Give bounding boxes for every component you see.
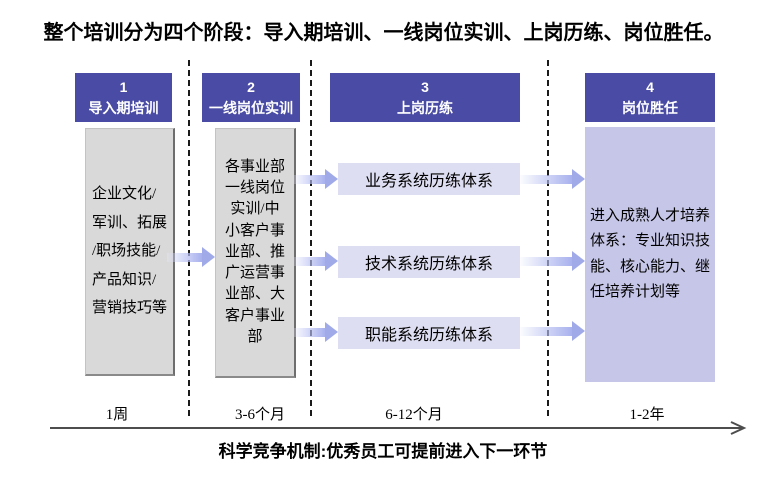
stage-3-item-box-functional: 职能系统历练体系 bbox=[338, 317, 520, 349]
stage-2-header: 2 一线岗位实训 bbox=[202, 73, 300, 122]
stage-4-number: 4 bbox=[646, 78, 654, 95]
stage-3-item-label: 技术系统历练体系 bbox=[364, 256, 493, 273]
right-arrow-icon-stage1-to-stage2 bbox=[167, 247, 215, 267]
stage-4-content-text: 进入成熟人才培养 体系：专业知识技 能、核心能力、继 任培养计划等 bbox=[589, 208, 710, 300]
duration-label-stage1: 1周 bbox=[105, 407, 129, 423]
divider-dashed-3 bbox=[547, 60, 549, 416]
right-arrow-icon-stage2-to-stage3-bottom bbox=[294, 322, 338, 342]
timeline-arrow-icon bbox=[50, 421, 747, 435]
right-arrow-icon-stage3-to-stage4-bottom bbox=[520, 321, 585, 341]
stage-1-number: 1 bbox=[119, 78, 128, 95]
stage-3-name: 上岗历练 bbox=[397, 99, 453, 116]
right-arrow-icon-stage3-to-stage4-top bbox=[520, 169, 585, 189]
stage-4-name: 岗位胜任 bbox=[622, 99, 678, 116]
stage-2-name: 一线岗位实训 bbox=[209, 99, 293, 116]
stage-3-item-label: 业务系统历练体系 bbox=[364, 173, 493, 190]
stage-1-name: 导入期培训 bbox=[88, 99, 159, 116]
stage-3-number: 3 bbox=[421, 78, 429, 95]
stage-2-content-text: 各事业部 一线岗位 实训/中 小客户事 业部、推 广运营事 业部、大 客户事业 … bbox=[224, 158, 285, 346]
page-title: 整个培训分为四个阶段：导入期培训、一线岗位实训、上岗历练、岗位胜任。 bbox=[43, 22, 724, 44]
stage-4-header: 4 岗位胜任 bbox=[585, 73, 715, 122]
stage-3-item-box-business: 业务系统历练体系 bbox=[338, 163, 520, 195]
divider-dashed-1 bbox=[188, 60, 190, 416]
stage-3-header: 3 上岗历练 bbox=[330, 73, 520, 122]
footer-note: 科学竞争机制:优秀员工可提前进入下一环节 bbox=[218, 442, 548, 461]
stage-1-header: 1 导入期培训 bbox=[75, 73, 172, 122]
stage-3-item-label: 职能系统历练体系 bbox=[364, 327, 493, 344]
stage-4-content-box: 进入成熟人才培养 体系：专业知识技 能、核心能力、继 任培养计划等 bbox=[585, 127, 715, 382]
right-arrow-icon-stage2-to-stage3-mid bbox=[294, 251, 338, 271]
stage-2-number: 2 bbox=[247, 78, 255, 95]
right-arrow-icon-stage3-to-stage4-mid bbox=[520, 251, 585, 271]
right-arrow-icon-stage2-to-stage3-top bbox=[294, 169, 338, 189]
duration-label-stage4: 1-2年 bbox=[629, 407, 665, 423]
duration-label-stage3: 6-12个月 bbox=[385, 407, 443, 423]
stage-1-content-box: 企业文化/ 军训、拓展 /职场技能/ 产品知识/ 营销技巧等 bbox=[85, 128, 175, 376]
duration-label-stage2: 3-6个月 bbox=[235, 407, 285, 423]
stage-2-content-box: 各事业部 一线岗位 实训/中 小客户事 业部、推 广运营事 业部、大 客户事业 … bbox=[215, 128, 296, 378]
stage-3-item-box-technical: 技术系统历练体系 bbox=[338, 246, 520, 278]
divider-dashed-2 bbox=[310, 60, 312, 416]
stage-1-content-text: 企业文化/ 军训、拓展 /职场技能/ 产品知识/ 营销技巧等 bbox=[91, 186, 167, 317]
